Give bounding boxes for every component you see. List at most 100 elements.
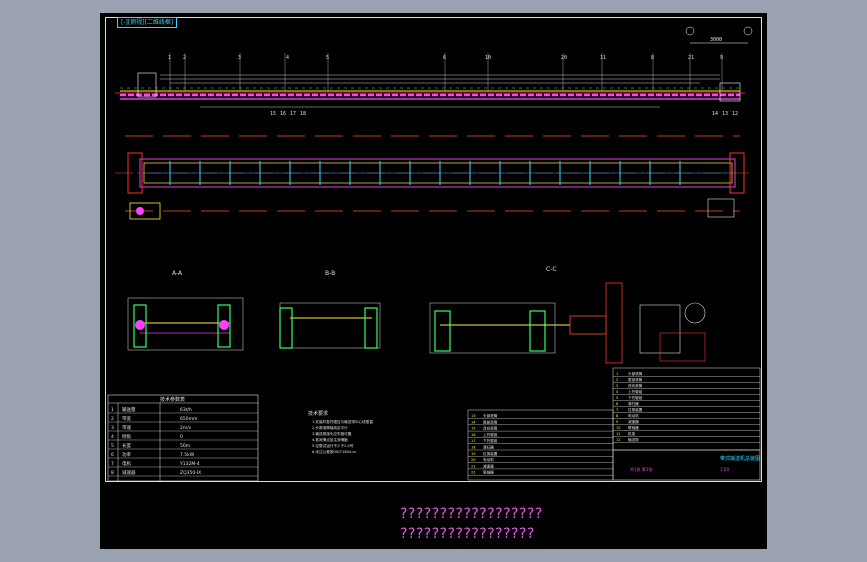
cad-viewport[interactable]: [-][俯视][二维线框] xyxy=(100,13,767,549)
tech-row-no: 2 xyxy=(111,416,114,422)
tech-row-value: ZQ350-IX xyxy=(180,470,201,476)
drawing-name: 带式输送机总装图 xyxy=(720,455,760,462)
elevation-view: 1 2 3 4 5 6 10 20 11 8 21 9 15 16 17 18 … xyxy=(115,26,753,117)
section-a-a: A-A xyxy=(127,270,244,351)
tech-row-value: 2m/s xyxy=(180,425,192,431)
section-label-a: A-A xyxy=(172,270,183,277)
bom-row-name: 减速器 xyxy=(483,463,494,468)
bom-row-name: 下托辊组 xyxy=(483,438,498,443)
bom-row-name: 尾部滚筒 xyxy=(483,419,498,424)
bom-row-no: 7 xyxy=(616,408,618,412)
tech-row-no: 5 xyxy=(111,443,114,449)
callout-4: 4 xyxy=(286,55,289,61)
tech-row-no: 1 xyxy=(111,407,114,413)
callout-11: 11 xyxy=(600,55,606,61)
bom-row-no: 15 xyxy=(471,427,476,431)
section-label-b: B-B xyxy=(325,270,335,277)
callout-3: 3 xyxy=(238,55,241,61)
bom-row-no: 2 xyxy=(616,378,618,382)
bom-row-no: 22 xyxy=(471,471,476,475)
callout-6: 6 xyxy=(443,55,446,61)
callout-18: 18 xyxy=(300,111,306,117)
tech-row-value: 0 xyxy=(180,434,183,440)
bom-row-no: 5 xyxy=(616,396,618,400)
section-label-c: C-C xyxy=(546,266,557,273)
tech-row-name: 长度 xyxy=(122,442,131,449)
tech-row-value: 7.5kW xyxy=(180,452,195,458)
tech-row-value: 63t/h xyxy=(180,407,192,413)
tech-row-name: 电机 xyxy=(122,460,131,467)
bom-row-name: 上托辊组 xyxy=(628,389,643,394)
bom-row-no: 17 xyxy=(471,439,476,443)
callout-17: 17 xyxy=(290,111,296,117)
callout-1: 1 xyxy=(168,55,171,61)
bom-row-name: 改向滚筒 xyxy=(483,426,498,431)
note-line: 5.空载试运行不少于2小时 xyxy=(312,443,354,448)
drawing-scale: 1:50 xyxy=(720,467,729,472)
bom-row-name: 改向滚筒 xyxy=(628,383,643,388)
tech-row-no: 3 xyxy=(111,425,114,431)
bom-row-name: 拉紧装置 xyxy=(628,407,643,412)
callout-21: 21 xyxy=(688,55,694,61)
section-b-b: B-B xyxy=(279,270,381,349)
bom-row-name: 头部滚筒 xyxy=(483,413,498,418)
cad-drawing: 1 2 3 4 5 6 10 20 11 8 21 9 15 16 17 18 … xyxy=(107,26,761,482)
note-line: 3.输送带接头应牢固可靠 xyxy=(312,431,352,436)
drawing-sheet-count: 共1张 第1张 xyxy=(630,466,652,472)
callout-15: 15 xyxy=(270,111,276,117)
bom-row-name: 下托辊组 xyxy=(628,395,643,400)
tech-row-no: 8 xyxy=(111,470,114,476)
bom-row-no: 12 xyxy=(616,438,621,442)
callout-12: 12 xyxy=(732,111,738,117)
bom-row-no: 16 xyxy=(471,433,476,437)
bom-row-no: 14 xyxy=(471,420,476,424)
note-line: 2.头尾滚筒轴线应平行 xyxy=(312,425,348,430)
tech-row-name: 带速 xyxy=(122,425,131,431)
callout-5: 5 xyxy=(326,55,329,61)
overlay-text-line-2: ????????????????? xyxy=(400,526,535,542)
bom-row-name: 电动机 xyxy=(483,457,494,462)
bom-row-no: 6 xyxy=(616,402,619,406)
note-line: 4.各润滑点加注润滑脂 xyxy=(312,437,348,442)
callout-14: 14 xyxy=(712,111,718,117)
overlay-text-line-1: ?????????????????? xyxy=(400,506,543,522)
bom-row-no: 20 xyxy=(471,458,476,462)
bom-row-no: 3 xyxy=(616,384,618,388)
technical-notes: 技术要求 1.安装时各托辊应与输送带中心线垂直2.头尾滚筒轴线应平行3.输送带接… xyxy=(308,410,373,454)
bom-row-no: 18 xyxy=(471,446,476,450)
bom-row-no: 21 xyxy=(471,464,476,468)
bom-row-no: 1 xyxy=(616,372,618,376)
bom-row-no: 10 xyxy=(616,426,621,430)
bom-row-no: 4 xyxy=(616,390,619,394)
note-line: 6.未注公差按GB/T1804-m xyxy=(312,449,356,454)
callout-8: 8 xyxy=(651,55,654,61)
bom-row-name: 电动机 xyxy=(628,413,639,418)
dimension-3000: 3000 xyxy=(710,37,722,43)
tech-row-no: 7 xyxy=(111,461,114,467)
drawing-sheet-border xyxy=(105,17,762,482)
bom-row-name: 上托辊组 xyxy=(483,432,498,437)
bom-row-name: 减速器 xyxy=(628,419,639,424)
tech-row-name: 输送量 xyxy=(122,406,136,413)
bom-row-name: 头部滚筒 xyxy=(628,371,643,376)
bom-row-name: 输送带 xyxy=(628,437,639,442)
bom-row-name: 尾部滚筒 xyxy=(628,377,643,382)
bom-row-name: 联轴器 xyxy=(483,470,494,475)
notes-title: 技术要求 xyxy=(308,410,328,417)
tech-row-name: 倾角 xyxy=(122,433,131,440)
tech-row-name: 功率 xyxy=(122,451,131,458)
bom-row-name: 清扫器 xyxy=(483,445,494,450)
tech-row-name: 减速器 xyxy=(122,469,136,476)
callout-2: 2 xyxy=(183,55,186,61)
tech-table-title: 技术参数表 xyxy=(160,396,185,403)
callout-16: 16 xyxy=(280,111,286,117)
section-c-c: C-C xyxy=(429,266,706,364)
callout-20: 20 xyxy=(561,55,567,61)
viewport-controls-label[interactable]: [-][俯视][二维线框] xyxy=(117,17,178,28)
tech-row-no: 6 xyxy=(111,452,114,458)
tech-row-value: 650mm xyxy=(180,416,197,422)
bom-row-no: 11 xyxy=(616,432,621,436)
tech-row-no: 4 xyxy=(111,434,114,440)
